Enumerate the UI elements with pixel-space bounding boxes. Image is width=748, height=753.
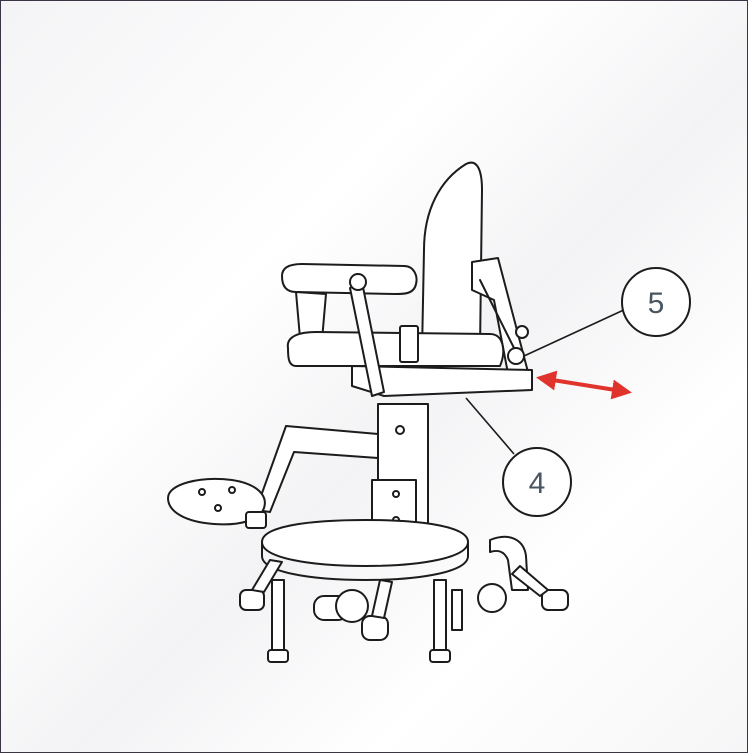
caster-left (239, 589, 265, 611)
foot-right-support (451, 589, 463, 631)
back-support-link (479, 279, 521, 361)
footrest-clamp (245, 511, 267, 529)
backrest (421, 161, 483, 353)
seat-plate (351, 365, 533, 397)
side-block (399, 325, 419, 363)
callout-4-number: 4 (529, 467, 546, 500)
base-leg-left (251, 559, 283, 593)
column-bolt-2 (392, 490, 400, 498)
footrest-hole-3 (214, 504, 222, 512)
footrest-hole-2 (228, 486, 236, 494)
base-ring (261, 519, 469, 567)
base-leg-right (511, 565, 549, 597)
callout-5-number: 5 (648, 287, 665, 320)
bracket-pivot (507, 347, 525, 365)
seat-cushion (286, 331, 505, 367)
caster-front (361, 615, 389, 641)
bracket-knob (515, 325, 529, 339)
column-bolt-1 (395, 425, 405, 435)
foot-center (433, 579, 447, 651)
callout-5: 5 (621, 267, 691, 337)
footrest-plate (167, 478, 266, 526)
caster-rear-mid (335, 589, 369, 623)
leader-lines (465, 307, 629, 455)
footrest-hole-1 (198, 488, 206, 496)
foot-left (271, 579, 285, 651)
lever-knob (349, 273, 367, 291)
base-leg-front (371, 579, 393, 619)
chair-illustration (167, 161, 569, 663)
foot-center-pad (429, 649, 451, 663)
caster-right (541, 589, 569, 611)
callout-4: 4 (502, 447, 572, 517)
foot-left-pad (267, 649, 289, 663)
leader-line-5 (523, 307, 629, 357)
armrest (281, 263, 418, 295)
frame-rail (255, 425, 379, 513)
leader-line-4 (465, 397, 515, 455)
caster-rear-right (477, 583, 507, 613)
adjust-arrow-icon (536, 370, 632, 400)
